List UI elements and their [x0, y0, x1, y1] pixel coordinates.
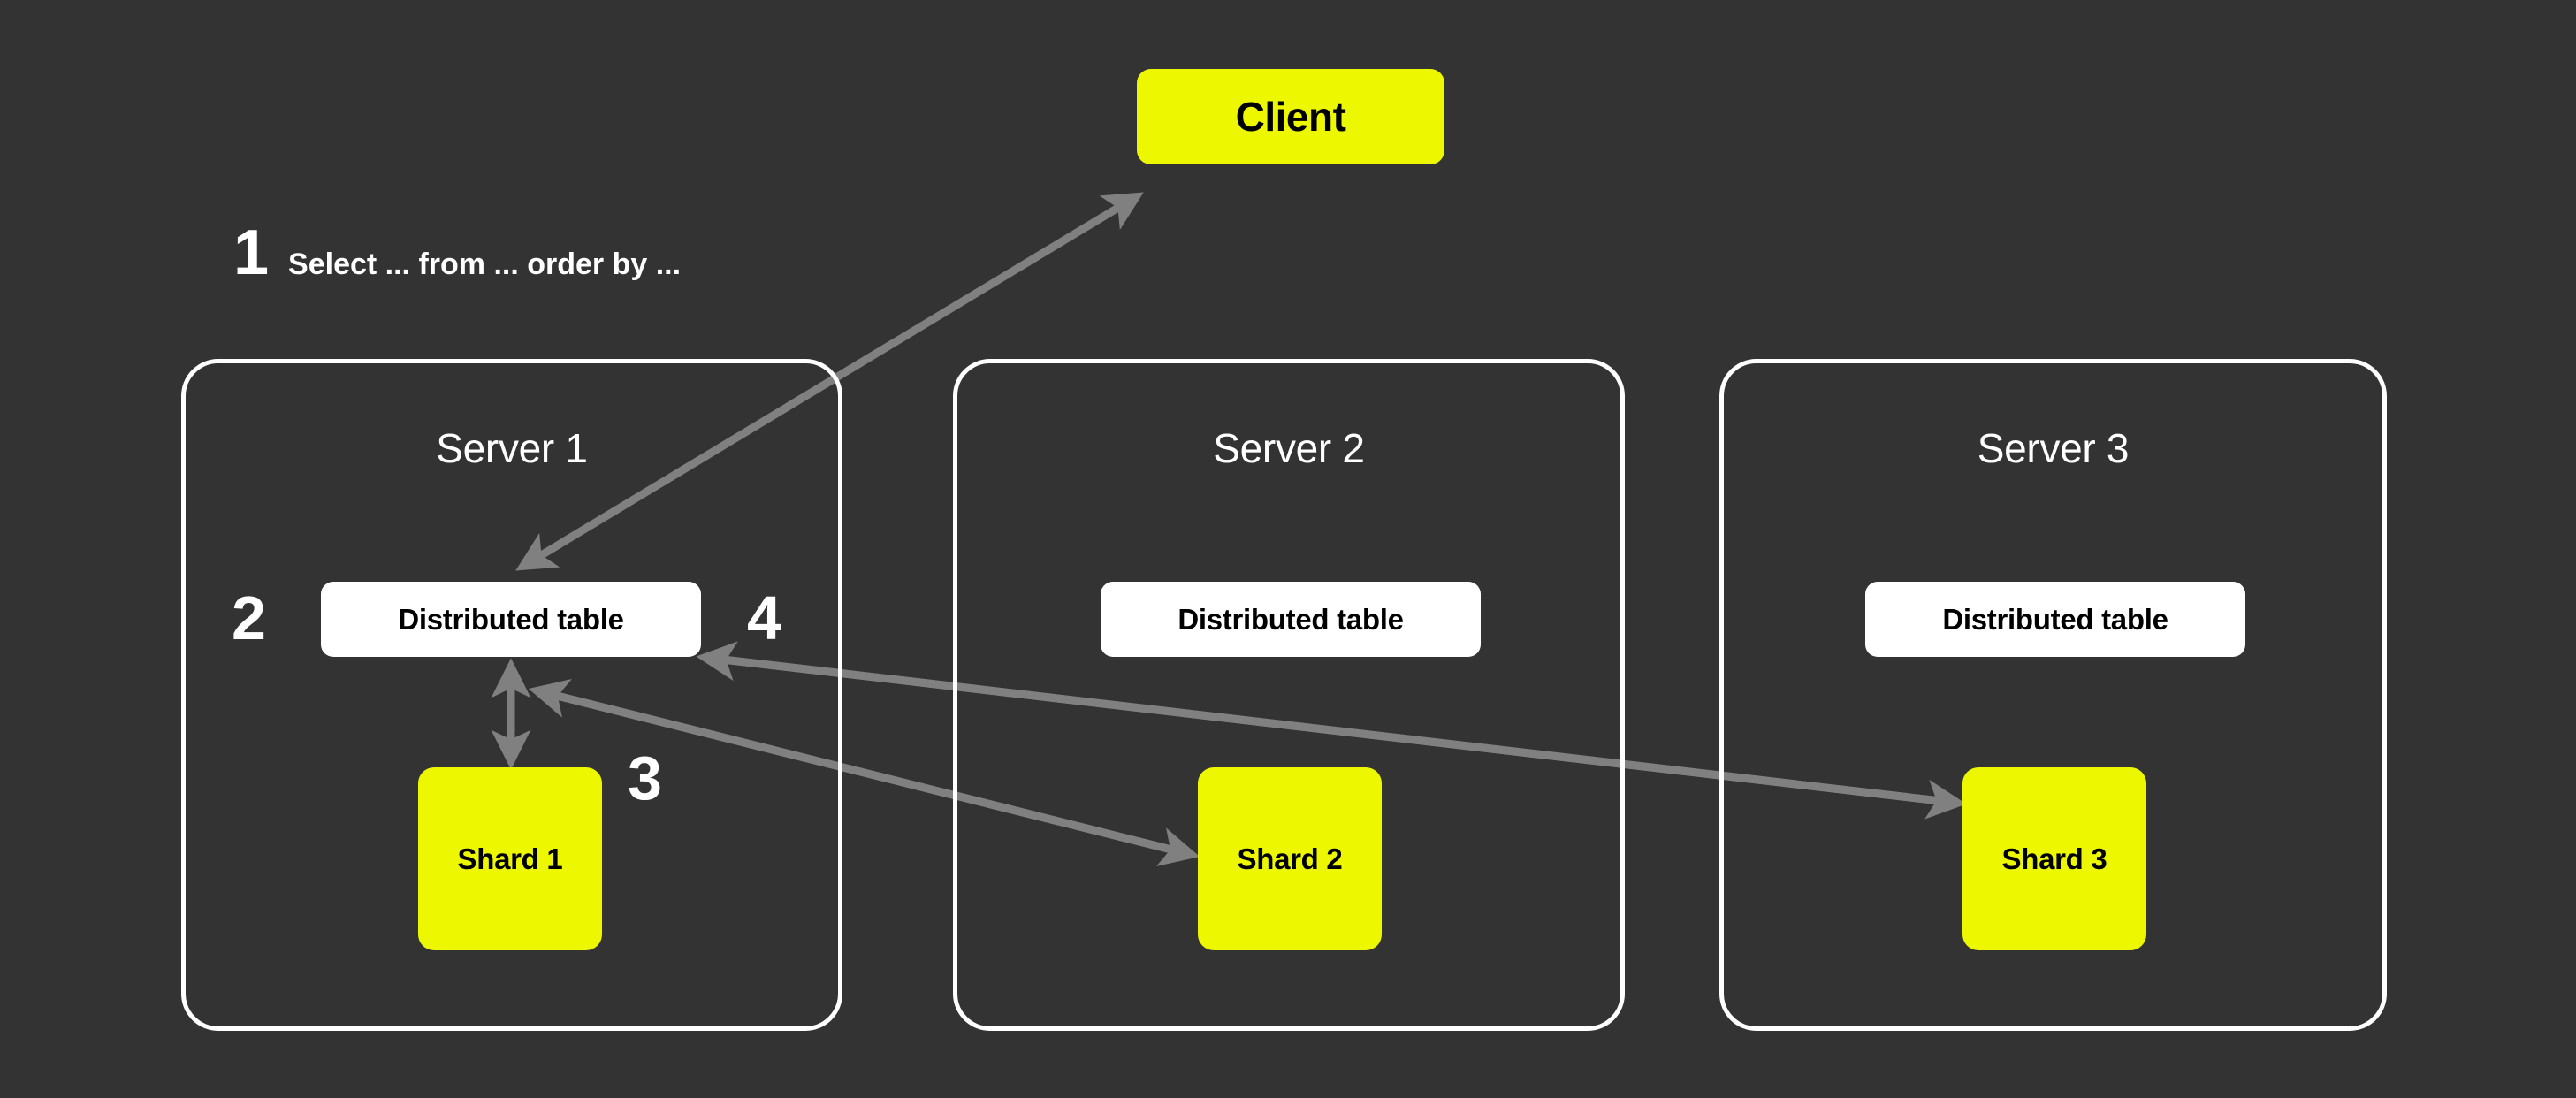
distributed-table-2-label: Distributed table — [1177, 602, 1404, 636]
shard-2-label: Shard 2 — [1237, 842, 1343, 875]
step-1-caption: 1 Select ... from ... order by ... — [233, 221, 681, 285]
client-label: Client — [1235, 94, 1346, 140]
step-4-number: 4 — [747, 583, 781, 652]
server-title-2: Server 2 — [1213, 425, 1365, 471]
distributed-table-3-label: Distributed table — [1942, 602, 2168, 636]
server-title-1: Server 1 — [436, 425, 588, 471]
distributed-table-1-label: Distributed table — [398, 602, 624, 636]
step-3-number: 3 — [628, 743, 662, 812]
server-box-1 — [181, 359, 842, 1031]
distributed-table-2[interactable]: Distributed table — [1101, 582, 1481, 657]
shard-node-3[interactable]: Shard 3 — [1962, 767, 2146, 950]
distributed-table-1[interactable]: Distributed table — [321, 582, 701, 657]
step-1-number: 1 — [233, 217, 270, 288]
server-box-3 — [1719, 359, 2387, 1031]
step-2-number: 2 — [232, 583, 266, 652]
shard-node-2[interactable]: Shard 2 — [1198, 767, 1382, 950]
server-title-3: Server 3 — [1977, 425, 2130, 471]
server-box-2 — [953, 359, 1625, 1031]
step-1-query-text: Select ... from ... order by ... — [288, 248, 682, 281]
shard-node-1[interactable]: Shard 1 — [418, 767, 602, 950]
client-node[interactable]: Client — [1137, 69, 1444, 164]
distributed-table-3[interactable]: Distributed table — [1865, 582, 2245, 657]
shard-1-label: Shard 1 — [457, 842, 563, 875]
shard-3-label: Shard 3 — [2001, 842, 2107, 875]
